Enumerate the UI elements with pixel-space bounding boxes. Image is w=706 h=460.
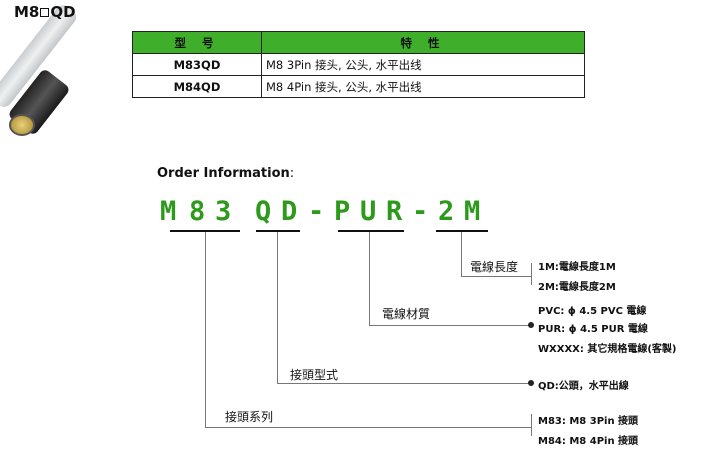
header-model: 型 号	[132, 31, 262, 54]
code-char: Q	[255, 196, 272, 227]
series-underline	[170, 230, 240, 232]
code-char: 3	[215, 196, 232, 227]
material-option: WXXXX: 其它規格電線(客製)	[538, 344, 677, 355]
code-char: U	[360, 196, 377, 227]
length-option: 2M:電線長度2M	[538, 282, 616, 293]
title-suffix: QD	[50, 3, 76, 21]
series-line	[205, 427, 531, 428]
order-info-title: Order Information:	[157, 166, 294, 181]
connector-dot-icon	[528, 380, 534, 386]
header-feature: 特 性	[261, 31, 585, 54]
connector-type-line	[277, 232, 278, 384]
code-char: M	[160, 196, 177, 227]
feature-cell: M8 3Pin 接头, 公头, 水平出线	[261, 53, 585, 76]
code-char: 2	[438, 196, 455, 227]
length-underline	[436, 230, 488, 232]
code-char: -	[308, 196, 325, 227]
material-connector-line	[369, 232, 370, 326]
length-option: 1M:電線長度1M	[538, 262, 616, 273]
model-cell: M83QD	[132, 53, 262, 76]
connector-underline	[256, 230, 300, 232]
length-connector-line	[461, 276, 531, 277]
code-char: P	[334, 196, 351, 227]
material-dot-icon	[528, 322, 534, 328]
series-label: 接頭系列	[225, 410, 274, 424]
product-title: M8 QD	[14, 3, 76, 21]
material-option: PVC: ϕ 4.5 PVC 電線	[538, 306, 647, 317]
series-option: M83: M8 3Pin 接頭	[538, 416, 639, 427]
spec-table: 型 号 特 性 M83QD M8 3Pin 接头, 公头, 水平出线 M84QD…	[132, 31, 585, 98]
series-line	[205, 232, 206, 428]
table-row: M84QD M8 4Pin 接头, 公头, 水平出线	[132, 75, 585, 98]
connector-option: QD:公頭，水平出線	[538, 381, 629, 392]
material-option: PUR: ϕ 4.5 PUR 電線	[538, 324, 648, 335]
material-underline	[338, 230, 404, 232]
code-char: 8	[189, 196, 206, 227]
table-row: M83QD M8 3Pin 接头, 公头, 水平出线	[132, 53, 585, 76]
material-label: 電線材質	[382, 307, 431, 321]
length-connector-line	[461, 232, 462, 276]
connector-type-line	[277, 383, 531, 384]
series-option: M84: M8 4Pin 接頭	[538, 436, 639, 447]
material-connector-line	[369, 325, 531, 326]
model-cell: M84QD	[132, 75, 262, 98]
table-header-row: 型 号 特 性	[132, 31, 585, 54]
length-bracket-line	[531, 263, 532, 285]
code-char: -	[412, 196, 429, 227]
code-char: R	[386, 196, 403, 227]
order-info-title-text: Order Information	[157, 166, 290, 181]
code-char: D	[281, 196, 298, 227]
title-prefix: M8	[14, 3, 40, 21]
placeholder-box-icon	[40, 7, 50, 17]
series-bracket-line	[531, 414, 532, 436]
feature-cell: M8 4Pin 接头, 公头, 水平出线	[261, 75, 585, 98]
code-char: M	[464, 196, 481, 227]
order-info-colon: :	[289, 166, 295, 181]
connector-pins-image	[9, 114, 35, 136]
length-label: 電線長度	[470, 260, 519, 274]
connector-label: 接頭型式	[290, 368, 339, 382]
